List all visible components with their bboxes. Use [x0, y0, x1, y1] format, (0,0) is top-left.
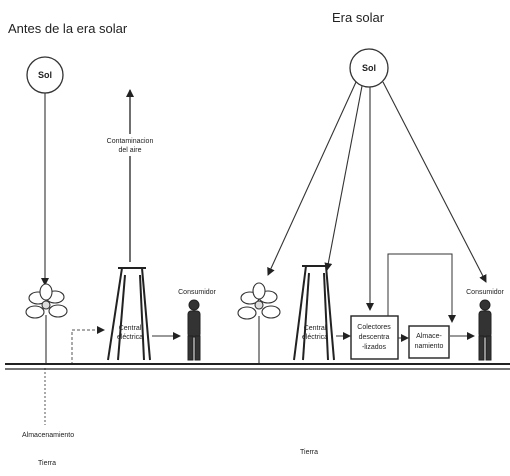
- feedback-loop-arrow: [387, 253, 456, 323]
- ray-to-consumer-arrow: [382, 81, 487, 283]
- left-sun: Sol: [26, 56, 64, 94]
- storage-label-2: namiento: [415, 343, 444, 350]
- right-ground-label: Tierra: [300, 449, 318, 456]
- left-storage-label: Almacenamiento: [22, 432, 74, 439]
- left-flower-icon: [25, 283, 68, 365]
- left-sun-label: Sol: [38, 70, 52, 80]
- storage-label-1: Almace-: [416, 333, 442, 340]
- right-plant-label-2: eléctrica: [302, 334, 328, 341]
- collectors-label-3: -lizados: [362, 344, 387, 351]
- collectors-label-1: Colectores: [357, 324, 391, 331]
- left-ground-label: Tierra: [38, 460, 56, 467]
- right-sun: Sol: [349, 48, 389, 88]
- ground-line: [5, 363, 510, 370]
- right-consumer-label: Consumidor: [466, 289, 504, 296]
- left-panel: Antes de la era solar Sol Almacenamiento…: [8, 21, 217, 467]
- ray-to-flower-arrow: [267, 81, 357, 276]
- left-consumer-label: Consumidor: [178, 289, 216, 296]
- ray-to-plant-arrow: [324, 85, 363, 271]
- right-flower-icon: [237, 282, 281, 363]
- left-pollution-label-1: Contaminacion: [107, 138, 154, 145]
- right-sun-label: Sol: [362, 63, 376, 73]
- left-flow-to-plant-arrow: [71, 326, 105, 365]
- right-plant-label-1: Central: [304, 325, 327, 332]
- collectors-label-2: descentra: [359, 334, 390, 341]
- right-consumer-icon: [478, 299, 492, 361]
- left-plant-label-2: eléctrica: [117, 334, 143, 341]
- left-plant-label-1: Central: [119, 325, 142, 332]
- right-power-plant-icon: [293, 265, 335, 361]
- right-panel: Era solar Sol Central eléc: [237, 10, 505, 456]
- right-panel-title: Era solar: [332, 10, 385, 25]
- left-power-plant-icon: [107, 267, 151, 361]
- collectors-box: Colectores descentra -lizados: [350, 315, 399, 360]
- left-pollution-label-2: del aire: [119, 147, 142, 154]
- left-consumer-icon: [187, 299, 201, 361]
- storage-box: Almace- namiento: [408, 325, 450, 359]
- left-panel-title: Antes de la era solar: [8, 21, 128, 36]
